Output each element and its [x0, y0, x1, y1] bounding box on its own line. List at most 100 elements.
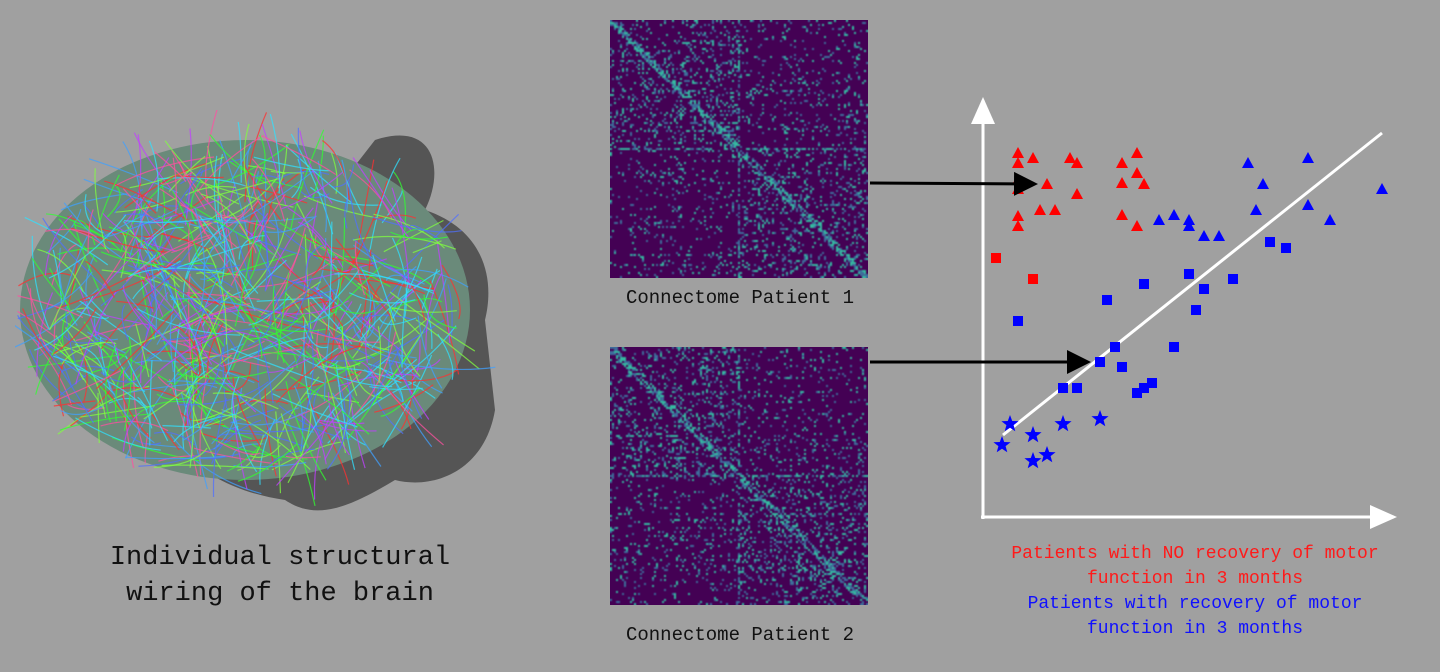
fiber-tract [290, 129, 325, 231]
fiber-tract [135, 323, 150, 378]
fiber-tract [125, 455, 226, 460]
data-point-recovery-square [1058, 383, 1068, 393]
fiber-tract [178, 381, 269, 406]
fiber-tract [123, 217, 213, 223]
fiber-tract [182, 407, 229, 442]
fiber-tract [115, 367, 126, 422]
fiber-tract [38, 336, 84, 381]
fiber-tract [65, 327, 107, 419]
fiber-tract [52, 368, 96, 402]
fiber-tract [395, 228, 428, 245]
fiber-tract [368, 343, 403, 410]
fiber-tract [45, 228, 98, 238]
data-point-no-recovery-triangle [1012, 220, 1024, 231]
fiber-tract [17, 302, 64, 320]
fiber-tract [15, 288, 99, 348]
data-point-no-recovery-triangle [1116, 177, 1128, 188]
fiber-tract [119, 176, 174, 253]
fiber-tract [41, 342, 95, 424]
fiber-tract [259, 288, 338, 320]
data-point-no-recovery-triangle [1012, 210, 1024, 221]
fiber-tract [17, 310, 56, 338]
fiber-tract [230, 348, 325, 384]
fiber-tract [317, 420, 377, 432]
fiber-tract [344, 330, 354, 399]
fiber-tract [205, 248, 228, 345]
fiber-tract [170, 298, 270, 313]
fiber-tract [54, 370, 121, 402]
data-point-recovery-square [1169, 342, 1179, 352]
fiber-tract [147, 226, 184, 247]
fiber-tract [252, 165, 263, 208]
data-point-recovery-triangle [1213, 230, 1225, 241]
fiber-tract [231, 392, 248, 490]
brain-caption-line2: wiring of the brain [126, 579, 434, 609]
data-point-no-recovery-triangle [1012, 157, 1024, 168]
fiber-tract [79, 346, 88, 403]
data-point-recovery-triangle [1198, 230, 1210, 241]
fiber-tract [255, 134, 266, 186]
fiber-tract [370, 368, 444, 446]
fiber-tract [341, 159, 349, 213]
fiber-tract [286, 420, 316, 507]
fiber-tract [185, 185, 236, 196]
fiber-tract [194, 321, 232, 332]
fiber-tract [249, 444, 281, 458]
fiber-tract [262, 135, 337, 175]
fiber-tract [388, 308, 421, 377]
fiber-tract [402, 278, 447, 365]
fiber-tract [276, 272, 290, 360]
connectome-matrix-patient-1 [610, 20, 868, 278]
fiber-tract [168, 155, 206, 192]
fiber-tract [36, 292, 54, 377]
fiber-tract [28, 349, 91, 412]
fiber-tract [410, 284, 426, 321]
fiber-tract [75, 291, 117, 385]
fiber-tract [149, 360, 153, 446]
fiber-tract [194, 255, 246, 323]
fiber-tract [143, 246, 193, 297]
fiber-tract [417, 315, 443, 389]
data-point-recovery-triangle [1168, 209, 1180, 220]
fiber-tract [365, 316, 371, 364]
data-point-recovery-square [1117, 362, 1127, 372]
fiber-tract [377, 326, 382, 383]
fiber-tract [381, 190, 403, 224]
fiber-tract [313, 406, 336, 500]
data-point-recovery-star [1024, 426, 1042, 443]
fiber-tract [175, 325, 201, 373]
fiber-tract [154, 151, 187, 182]
fiber-tract [302, 405, 330, 449]
legend-recovery-line2: function in 3 months [1086, 619, 1304, 639]
fiber-tract [391, 307, 457, 313]
fiber-tract [372, 216, 462, 233]
fiber-tract [87, 209, 94, 254]
fiber-tract [129, 267, 224, 277]
fiber-tract [357, 314, 414, 321]
data-point-recovery-triangle [1257, 178, 1269, 189]
fiber-tract [101, 269, 204, 308]
fiber-tract [61, 341, 106, 365]
fiber-tract [258, 336, 274, 404]
fiber-tract [370, 319, 446, 368]
fiber-tract [305, 244, 324, 286]
fiber-tract [88, 158, 179, 194]
fiber-tract [70, 227, 168, 253]
fiber-tract [42, 217, 108, 290]
fiber-tract [327, 392, 350, 456]
fiber-tract [352, 319, 371, 359]
data-point-no-recovery-triangle [1049, 204, 1061, 215]
fiber-tract [207, 143, 290, 189]
fiber-tract [128, 382, 233, 394]
fiber-tract [231, 411, 306, 426]
legend: Patients with NO recovery of motor funct… [960, 542, 1430, 642]
fiber-tract [171, 190, 199, 258]
fiber-tract [437, 333, 454, 380]
fiber-tract [158, 177, 247, 187]
fiber-tract [365, 361, 395, 379]
fiber-tract [196, 291, 229, 363]
data-point-recovery-star [993, 436, 1011, 453]
fiber-tract [58, 218, 98, 263]
fiber-tract [336, 303, 362, 330]
fiber-tract [35, 318, 75, 395]
